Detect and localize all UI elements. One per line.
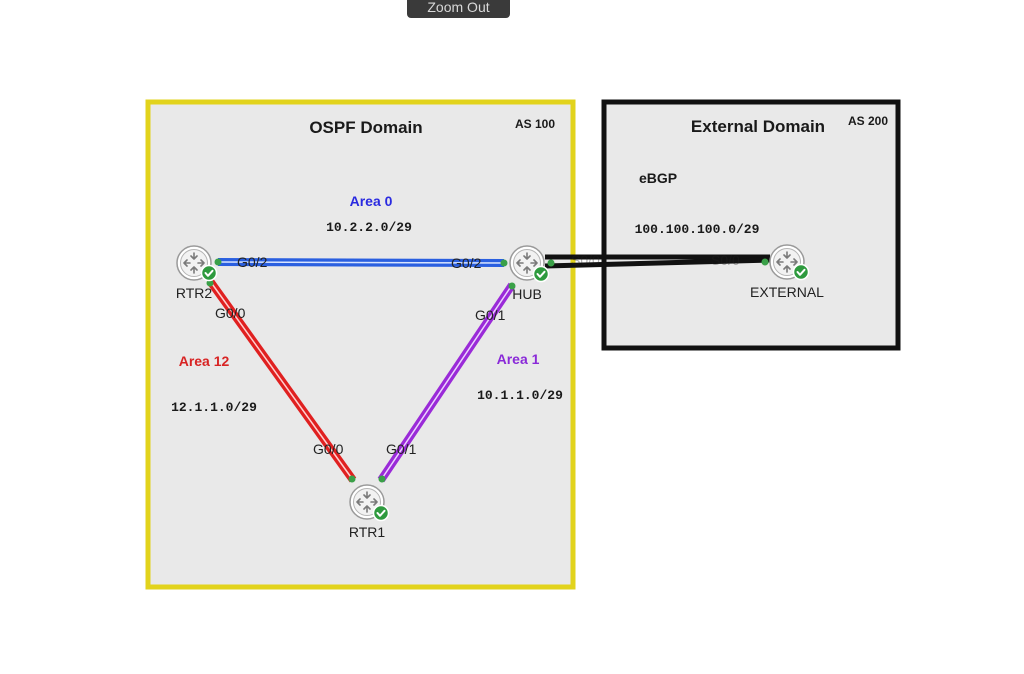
link-area0[interactable] [217,258,505,267]
area0-label: Area 0 [350,193,393,209]
link-area1[interactable] [377,282,516,483]
ebgp-label: eBGP [639,170,677,186]
port-dot [508,282,516,290]
router-label-external: EXTERNAL [750,284,824,300]
check-icon [792,263,810,281]
area12-label: Area 12 [179,353,230,369]
area1-label: Area 1 [497,351,540,367]
port-dot [378,475,386,483]
external-domain-title: External Domain [691,117,825,136]
ebgp-subnet: 100.100.100.0/29 [635,222,760,237]
router-rtr2[interactable]: RTR2 [176,245,218,301]
area12-subnet: 12.1.1.0/29 [171,400,257,415]
area0-subnet: 10.2.2.0/29 [326,220,412,235]
iface-hub-g01: G0/1 [475,307,506,323]
link-area12[interactable] [206,278,357,483]
router-rtr1[interactable]: RTR1 [349,484,390,540]
router-label-hub: HUB [512,286,542,302]
router-external[interactable]: EXTERNAL [750,244,824,300]
port-dot [500,259,508,267]
external-domain-box [601,99,901,351]
iface-rtr2-g02: G0/2 [237,254,268,270]
link-ebgp[interactable] [544,254,771,269]
port-dot [206,279,214,287]
iface-ext-s00: S0/0 [711,252,740,268]
port-dot [547,259,555,267]
iface-hub-s00: S0/0 [571,252,600,268]
ospf-domain-title: OSPF Domain [309,118,422,137]
area1-subnet: 10.1.1.0/29 [477,388,563,403]
check-icon [532,265,550,283]
iface-hub-g02: G0/2 [451,255,482,271]
external-as-label: AS 200 [848,114,888,128]
iface-rtr1-g00: G0/0 [313,441,344,457]
router-label-rtr2: RTR2 [176,285,213,301]
router-label-rtr1: RTR1 [349,524,386,540]
zoom-out-button[interactable]: Zoom Out [407,0,510,18]
router-hub[interactable]: HUB [509,245,550,302]
port-dot [761,258,769,266]
port-dot [214,258,222,266]
check-icon [200,264,218,282]
iface-rtr1-g01: G0/1 [386,441,417,457]
ospf-as-label: AS 100 [515,117,555,131]
iface-rtr2-g00: G0/0 [215,305,246,321]
port-dot [348,475,356,483]
check-icon [372,504,390,522]
